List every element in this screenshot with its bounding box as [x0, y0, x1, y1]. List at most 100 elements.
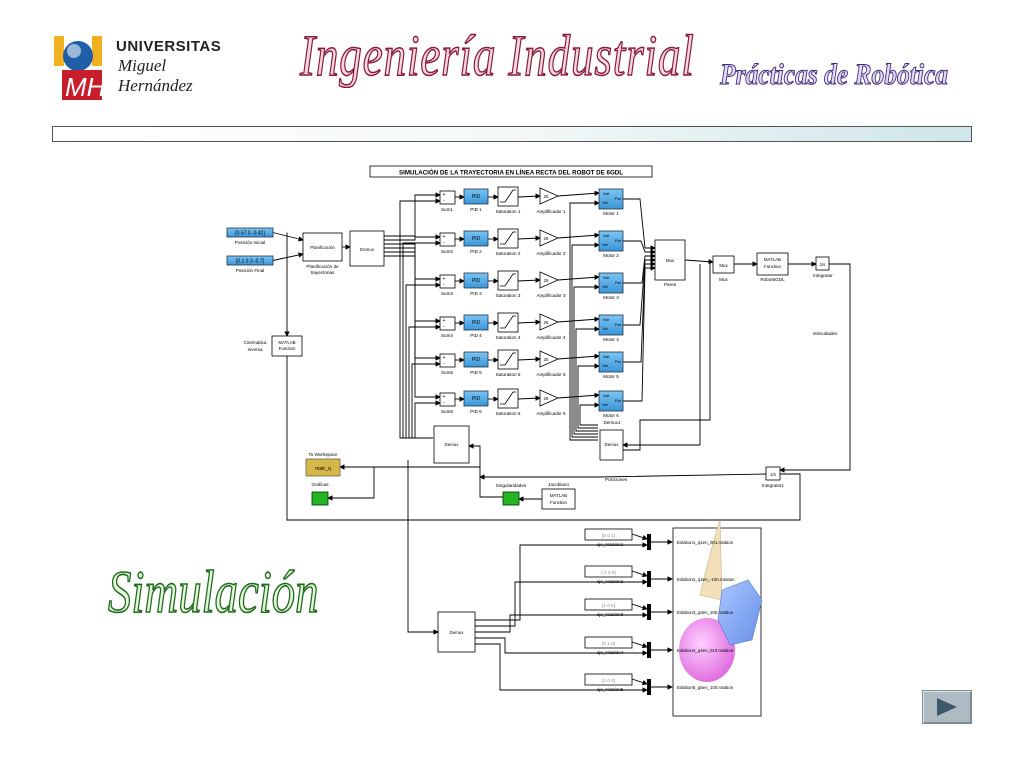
signal-line: [384, 234, 441, 241]
gain-block-3: [539, 271, 559, 289]
logo-mark: MH: [65, 72, 106, 102]
signal-line: [631, 570, 648, 578]
integrator1-label: Integrator1: [762, 483, 785, 488]
integrator-symbol: 1/s: [820, 262, 826, 267]
const-eje-rotation-value: [0 0 1]: [602, 533, 615, 538]
gain-value: 25: [544, 396, 549, 401]
saturation-curve: [500, 352, 516, 366]
motor-in-vel: Vel: [602, 326, 608, 331]
integrator1-block: [765, 466, 781, 481]
const-eje-rotation-value: [0 1 0]: [602, 641, 615, 646]
amp-label-2: Amplificador 2: [536, 251, 566, 256]
saturation-block-2: [497, 228, 519, 249]
pid-block-text: PID: [472, 194, 481, 200]
logo-miguel-text: Miguel: [118, 56, 167, 75]
mux-bar-5: [647, 679, 651, 695]
sum-block-6: [439, 392, 456, 407]
pid-block-1: [463, 188, 489, 205]
pid-block-3: [463, 272, 489, 289]
motor-out-par: Par: [615, 196, 622, 201]
signal-line: [571, 242, 600, 438]
velocidades-label: Velocidades: [813, 331, 838, 336]
signal-line: [623, 240, 656, 255]
saturation-block-3: [497, 270, 519, 291]
saturation-block-6: [497, 388, 519, 409]
vr-port-label-2: Eslabon2_q2en_-100.rotation: [677, 577, 735, 582]
signal-line: [631, 641, 648, 649]
saturation-label-1: Saturation 1: [496, 209, 521, 214]
saturation-label-4: Saturation 4: [496, 335, 521, 340]
logo-universitas-text: UNIVERSITAS: [116, 38, 222, 55]
vr-port-label-3: Eslabon3_q3en_100.rotation: [677, 610, 734, 615]
sum-minus: -: [443, 198, 445, 204]
amp-label-4: Amplificador 4: [536, 335, 566, 340]
planificacion-block: [302, 232, 343, 262]
sum-label-3: Sum3: [441, 291, 453, 296]
motor-label-2: Motor 2: [603, 253, 619, 258]
signal-line: [575, 326, 600, 432]
mux-pares-text: Mux: [666, 258, 675, 263]
signal-line: [405, 282, 441, 439]
demux-feedback-text: Demux: [445, 442, 460, 447]
mux-2-text: Mux: [719, 263, 728, 268]
logo-hernandez-text: Hernández: [118, 76, 193, 95]
vr-pink-sphere: [679, 618, 735, 682]
amp-label-3: Amplificador 3: [536, 293, 566, 298]
gain-value: 25: [544, 236, 549, 241]
motor-block-6: [598, 390, 624, 412]
cinematica-label-2: Inversa: [247, 347, 263, 352]
vr-cone: [699, 519, 723, 601]
motor-in-vel: Vel: [602, 363, 608, 368]
jacobiano-label: Jacobiano: [548, 482, 569, 487]
signal-line: [475, 637, 648, 656]
motor-block-3: [598, 272, 624, 294]
signal-line: [517, 277, 541, 283]
sum-plus: +: [443, 318, 446, 324]
sum-block-2: [439, 232, 456, 247]
signal-line: [517, 319, 541, 325]
signal-line: [384, 192, 441, 237]
demux-main: [349, 230, 385, 267]
matlab-robot-text-2: Function: [764, 264, 781, 269]
gain-block-1: [539, 187, 559, 205]
vr-blue-cube: [717, 579, 763, 646]
demux-animation-text: Demux: [450, 630, 465, 635]
pid-block-text: PID: [472, 278, 481, 284]
planificacion-block-text: Planificación: [310, 245, 335, 250]
sum-plus: +: [443, 192, 446, 198]
play-triangle-icon: [937, 698, 957, 716]
motor-in-volt: Volt: [603, 233, 611, 238]
motor-block-1: [598, 188, 624, 210]
vr-port-label-4: Eslabon4_q4en_010.rotation: [677, 648, 734, 653]
pid-block-5: [463, 351, 489, 368]
matlab-robot-block: [756, 252, 789, 276]
next-slide-button[interactable]: [922, 690, 972, 724]
mux-2-label: Mux: [719, 277, 728, 282]
saturation-curve: [500, 315, 516, 329]
saturation-label-5: Saturation 5: [496, 372, 521, 377]
const-posicion-final-label: Posición Final: [236, 268, 265, 273]
gain-value: 25: [544, 194, 549, 199]
signal-line: [631, 533, 648, 541]
motor-out-par: Par: [615, 359, 622, 364]
sum-minus: -: [443, 240, 445, 246]
motor-in-volt: Volt: [603, 393, 611, 398]
pid-block-6: [463, 390, 489, 407]
signal-line: [384, 247, 441, 324]
signal-line: [384, 255, 441, 400]
const-eje-rotation-value: [1 0 0]: [602, 603, 615, 608]
signal-line: [408, 324, 441, 439]
sum-minus: -: [443, 324, 445, 330]
const-eje-rotation-1: [584, 528, 633, 541]
signal-line: [286, 356, 801, 521]
sum-block-4: [439, 316, 456, 331]
sum-label-1: Sum1: [441, 207, 453, 212]
amp-label-6: Amplificador 6: [536, 411, 566, 416]
signal-line: [577, 363, 600, 429]
motor-in-vel: Vel: [602, 284, 608, 289]
logo-bar-left: [54, 36, 64, 66]
mux-bar-3: [647, 604, 651, 620]
matlab-jacobiano-text-2: Function: [550, 500, 567, 505]
pid-label-5: PID 5: [470, 370, 482, 375]
const-eje-rotation-3: [584, 598, 633, 611]
